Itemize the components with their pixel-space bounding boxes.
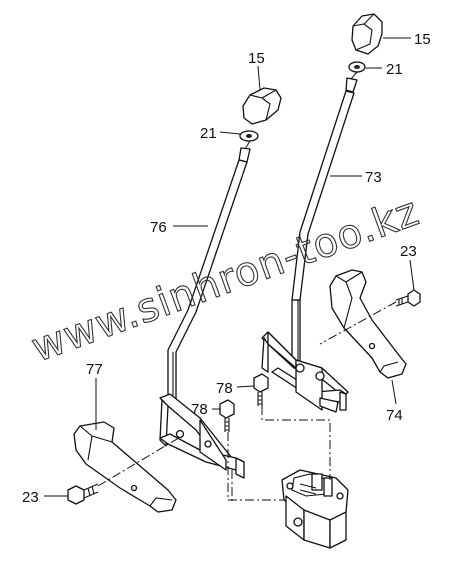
left-foot-pedal [73, 421, 177, 513]
left-pedal-bolt [67, 483, 99, 505]
leader-lines [44, 37, 415, 497]
callout-pedal-left: 77 [86, 361, 103, 378]
assembly-center-lines [97, 71, 397, 502]
callout-lever-left: 76 [150, 219, 167, 236]
callout-pedal-right: 74 [386, 407, 403, 424]
callout-nut-right: 21 [386, 61, 403, 78]
callout-bolt-bracket-upper: 78 [216, 380, 233, 397]
right-foot-pedal [329, 269, 407, 379]
bracket-bolt-lower [219, 399, 235, 432]
right-lever-bracket [261, 331, 349, 413]
right-lever-knob [351, 13, 383, 55]
callout-nut-left: 21 [200, 125, 217, 142]
right-lever-rod [291, 77, 358, 363]
bracket-bolt-upper [253, 373, 269, 406]
left-lever-bracket [159, 393, 245, 479]
right-lever-nut [348, 61, 366, 73]
callout-bolt-right-pedal: 23 [400, 243, 417, 260]
left-lever-nut [239, 130, 259, 142]
right-pedal-bolt [395, 289, 421, 307]
callout-bolt-bracket-lower: 78 [191, 401, 208, 418]
callout-bolt-left-pedal: 23 [22, 489, 39, 506]
callout-knob-left: 15 [248, 50, 265, 67]
pilot-valve-block [281, 469, 349, 549]
callout-lever-right: 73 [365, 169, 382, 186]
left-lever-knob [242, 87, 282, 125]
callout-knob-right: 15 [414, 31, 431, 48]
